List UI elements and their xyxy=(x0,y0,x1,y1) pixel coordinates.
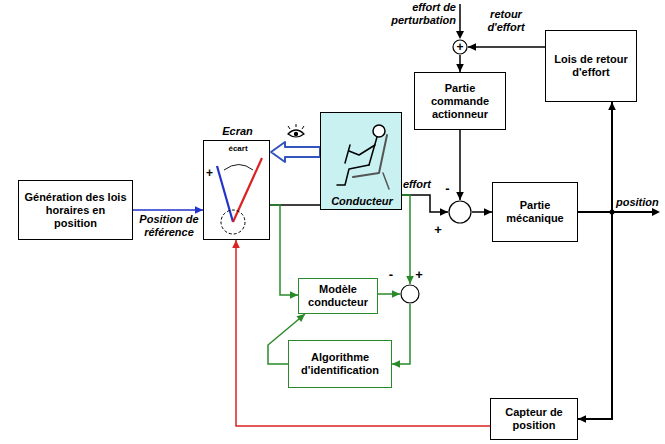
process-box: Partie commande actionneur xyxy=(414,72,506,130)
summing-junction: -+ xyxy=(448,200,472,224)
deviation-text: écart xyxy=(218,144,258,154)
signal-connector xyxy=(232,240,490,426)
arrowhead xyxy=(406,276,414,284)
sign-text: + xyxy=(433,222,443,238)
disturbance-label: effort de perturbation xyxy=(378,1,456,27)
process-box: Partie mécanique xyxy=(492,182,578,242)
arrowhead xyxy=(290,291,298,299)
text-wrap: Capteur de position xyxy=(495,406,573,432)
text-wrap: Algorithme d'identification xyxy=(293,351,387,377)
screen-deviation-drawing xyxy=(217,158,262,234)
summing-junction: +- xyxy=(400,284,420,304)
junction-circle xyxy=(448,200,472,224)
arrowhead xyxy=(484,208,492,216)
connector-line xyxy=(468,46,545,48)
connector-line xyxy=(236,240,490,426)
signal-connector xyxy=(378,290,400,298)
arrowhead xyxy=(456,192,464,200)
model-box: Modèle conducteur xyxy=(298,278,378,314)
disturbance-arrow xyxy=(456,4,464,39)
sign-text: - xyxy=(443,181,452,197)
signal-connector xyxy=(270,205,298,299)
box-text: Capteur de position xyxy=(495,406,573,432)
sign-text: - xyxy=(386,267,396,283)
signal-connector xyxy=(402,195,414,284)
box-text: Algorithme d'identification xyxy=(293,351,387,377)
hollow-arrow xyxy=(271,142,320,162)
text-wrap: Partie commande actionneur xyxy=(419,82,501,121)
driver-label: Conducteur xyxy=(321,195,403,208)
signal-connector xyxy=(578,212,612,423)
output-label: position xyxy=(616,196,662,209)
arrowhead xyxy=(468,43,476,51)
connector-line xyxy=(578,212,612,419)
box-text: Génération des lois horaires en position xyxy=(23,191,128,230)
arrowhead xyxy=(608,102,616,110)
arrowhead xyxy=(195,206,203,214)
signal-connector xyxy=(133,206,203,214)
signal-connector xyxy=(456,55,464,72)
box-text: Partie commande actionneur xyxy=(419,82,501,121)
process-box: Génération des lois horaires en position xyxy=(18,180,133,240)
sensor-box: Capteur de position xyxy=(490,398,578,440)
connector-line xyxy=(392,304,410,364)
connector-line xyxy=(402,195,410,284)
algorithm-box: Algorithme d'identification xyxy=(288,340,392,388)
sign-label: + xyxy=(205,166,214,180)
arrowhead xyxy=(392,360,400,368)
text-wrap: Lois de retour d'effort xyxy=(550,53,632,79)
sign-text: + xyxy=(414,267,424,283)
process-box: Lois de retour d'effort xyxy=(545,30,637,102)
signal-connector xyxy=(456,130,464,200)
box-text: Partie mécanique xyxy=(497,199,573,225)
edge-label: Position de référence xyxy=(137,213,201,239)
output-arrow xyxy=(610,208,661,216)
junction-circle xyxy=(400,284,420,304)
view-arrow xyxy=(271,142,320,162)
arrowhead xyxy=(296,314,305,322)
connector-line xyxy=(578,102,612,212)
box-text: Lois de retour d'effort xyxy=(550,53,632,79)
summing-junction: + xyxy=(452,39,468,55)
driver-box: Conducteur xyxy=(320,112,402,210)
signal-connector xyxy=(468,43,545,51)
connector-line xyxy=(270,205,298,295)
text-wrap: Génération des lois horaires en position xyxy=(23,191,128,230)
connector-line xyxy=(459,130,461,200)
arrowhead xyxy=(578,415,586,423)
sign-text: + xyxy=(452,40,468,54)
text-wrap: Modèle conducteur xyxy=(303,283,373,309)
edge-label: effort xyxy=(403,178,443,191)
arrowhead xyxy=(456,64,464,72)
arrowhead xyxy=(232,240,240,248)
eye-symbol xyxy=(288,124,304,137)
edge-label: retour d'effort xyxy=(473,8,539,34)
connector-line xyxy=(133,209,203,211)
signal-connector xyxy=(402,195,448,216)
signal-connector xyxy=(578,102,616,212)
screen-box: Ecranécart xyxy=(203,140,270,240)
signal-connector xyxy=(392,304,410,368)
signal-connector xyxy=(472,208,492,216)
arrowhead xyxy=(392,290,400,298)
text-wrap: Partie mécanique xyxy=(497,199,573,225)
box-text: Modèle conducteur xyxy=(303,283,373,309)
screen-title: Ecran xyxy=(204,125,271,138)
arrowhead xyxy=(440,208,448,216)
